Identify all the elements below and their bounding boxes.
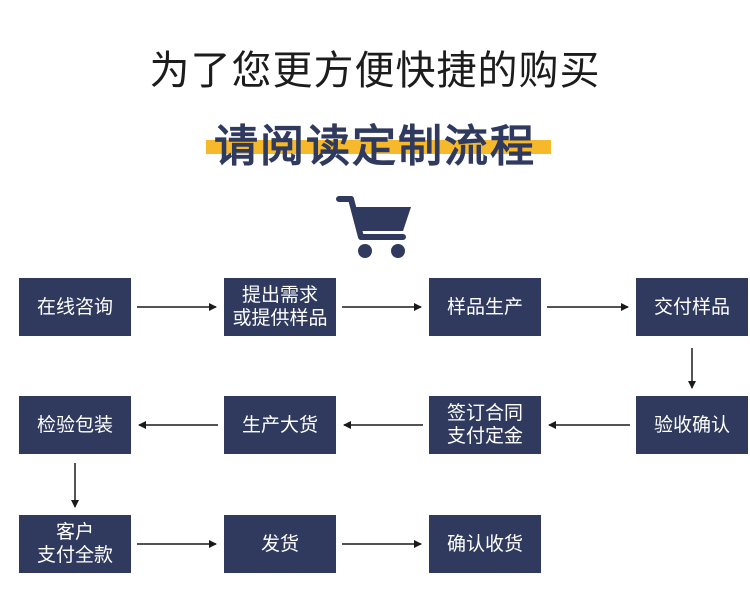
step-confirm-receipt: 确认收货 [429,515,541,573]
step-sign-contract: 签订合同 支付定金 [429,396,541,454]
step-full-payment: 客户 支付全款 [19,515,131,573]
shopping-cart-icon [336,196,411,258]
step-sample-production: 样品生产 [429,278,541,336]
step-inspect-pack: 检验包装 [19,396,131,454]
step-online-consult: 在线咨询 [19,278,131,336]
step-acceptance: 验收确认 [636,396,748,454]
subtitle-highlight [206,140,551,154]
step-ship: 发货 [224,515,336,573]
page-title: 为了您更方便快捷的购买 [149,48,601,94]
page-subtitle: 请阅读定制流程 [214,121,536,172]
step-deliver-sample: 交付样品 [636,278,748,336]
step-submit-requirements: 提出需求 或提供样品 [224,278,336,336]
step-mass-production: 生产大货 [224,396,336,454]
